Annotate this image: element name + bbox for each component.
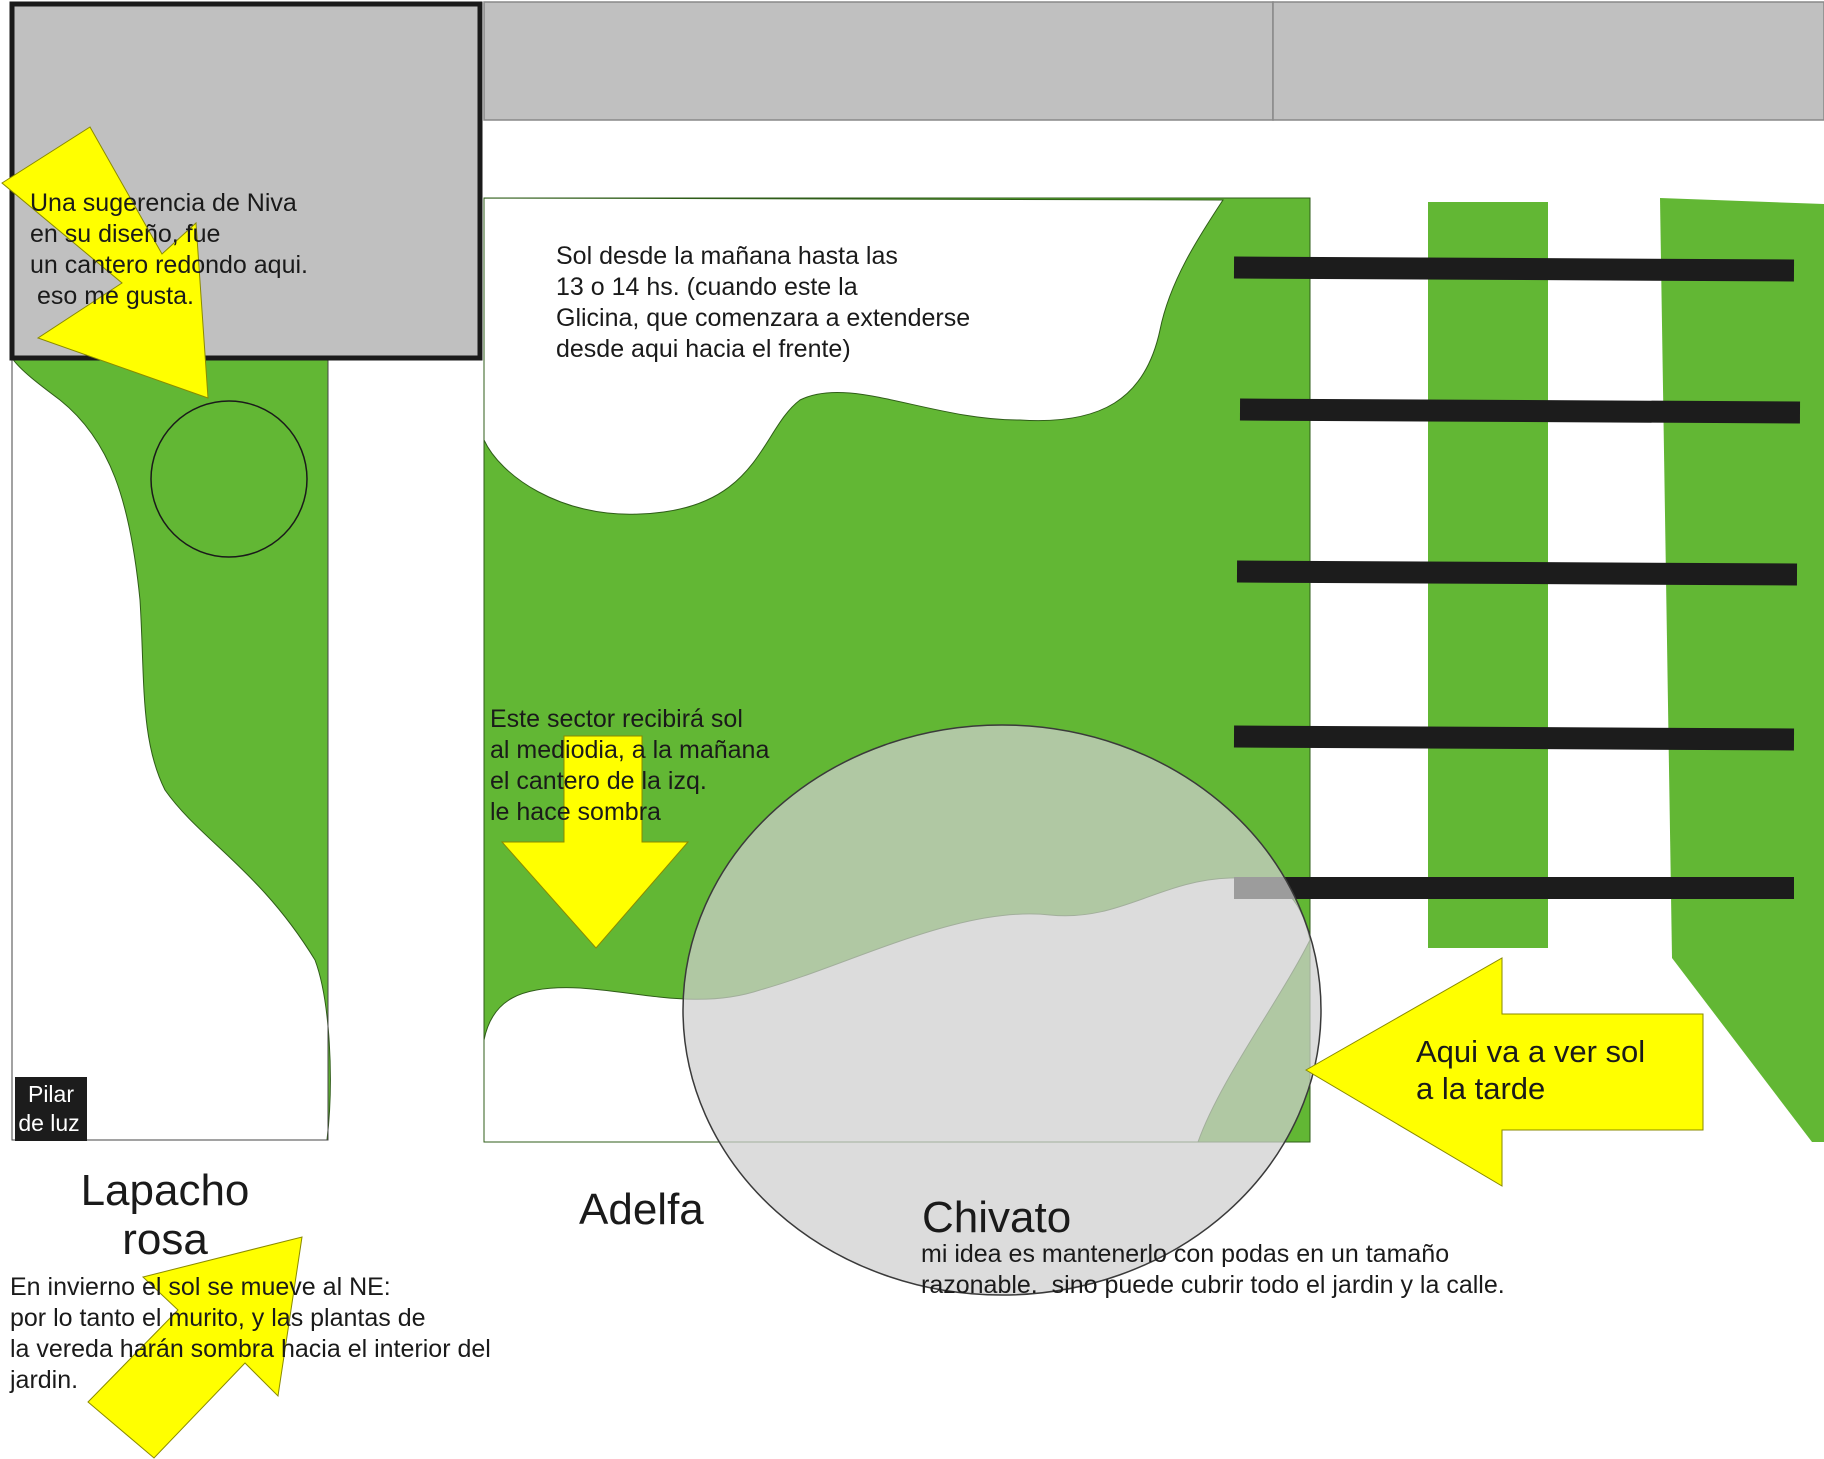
right-lawn-strip-2 (1660, 198, 1824, 1142)
svg-text:por lo tanto el murito, y las: por lo tanto el murito, y las plantas de (10, 1304, 426, 1332)
svg-text:Una sugerencia de Niva: Una sugerencia de Niva (30, 189, 297, 217)
svg-text:a la tarde: a la tarde (1416, 1071, 1545, 1106)
svg-text:un cantero redondo aqui.: un cantero redondo aqui. (30, 251, 308, 279)
svg-text:13 o 14 hs. (cuando este la: 13 o 14 hs. (cuando este la (556, 273, 858, 301)
svg-text:en su diseño, fue: en su diseño, fue (30, 220, 220, 248)
paving-top-middle (483, 1, 1274, 121)
svg-text:En invierno el sol se mueve al: En invierno el sol se mueve al NE: (10, 1273, 391, 1301)
svg-text:jardin.: jardin. (9, 1366, 78, 1394)
chivato-canopy-circle (682, 724, 1322, 1296)
plant-adelfa: Adelfa (579, 1185, 704, 1234)
pilar-label: Pilar (28, 1081, 74, 1107)
morning-sun-area (483, 197, 1224, 515)
pergola-beam-icon (1236, 560, 1798, 586)
paving-top-right (1272, 1, 1824, 121)
svg-text:Sol desde la mañana hasta las: Sol desde la mañana hasta las (556, 242, 898, 270)
pergola (1233, 256, 1801, 899)
left-lawn (11, 357, 331, 1141)
pilar-label-2: de luz (18, 1110, 79, 1136)
svg-text:Aqui va a ver sol: Aqui va a ver sol (1416, 1034, 1645, 1069)
pergola-beam-icon (1234, 877, 1794, 899)
plant-lapacho-2: rosa (122, 1215, 208, 1264)
svg-text:desde aqui hacia el frente): desde aqui hacia el frente) (556, 335, 851, 363)
svg-text:le hace sombra: le hace sombra (490, 798, 661, 826)
note-sector: Este sector recibirá sol al mediodia, a … (490, 705, 769, 826)
svg-text:al mediodia, a la mañana: al mediodia, a la mañana (490, 736, 769, 764)
yellow-arrow-icon (500, 735, 690, 949)
svg-text:la vereda harán sombra hacia e: la vereda harán sombra hacia el interior… (10, 1335, 491, 1363)
yellow-arrow-icon (87, 1236, 303, 1459)
svg-text:el cantero de la izq.: el cantero de la izq. (490, 767, 707, 795)
round-planter-icon (150, 400, 308, 558)
plant-lapacho: Lapacho (81, 1166, 250, 1215)
note-chivato: mi idea es mantenerlo con podas en un ta… (921, 1240, 1505, 1299)
pergola-beam-icon (1239, 398, 1801, 424)
yellow-arrow-icon (1, 126, 209, 399)
note-invierno: En invierno el sol se mueve al NE: por l… (9, 1273, 491, 1394)
svg-text:Este sector recibirá sol: Este sector recibirá sol (490, 705, 743, 733)
svg-text:razonable. sino puede cubrir: razonable. sino puede cubrir todo el jar… (921, 1271, 1505, 1299)
note-niva: Una sugerencia de Niva en su diseño, fue… (30, 189, 308, 310)
plant-chivato: Chivato (922, 1193, 1071, 1242)
note-sol-manana: Sol desde la mañana hasta las 13 o 14 hs… (556, 242, 970, 363)
svg-text:eso me gusta.: eso me gusta. (30, 282, 194, 310)
svg-text:Glicina, que comenzara a exten: Glicina, que comenzara a extenderse (556, 304, 970, 332)
note-tarde: Aqui va a ver sol a la tarde (1416, 1034, 1645, 1106)
pergola-beam-icon (1233, 256, 1795, 282)
svg-text:mi idea es mantenerlo con poda: mi idea es mantenerlo con podas en un ta… (921, 1240, 1449, 1268)
pilar-de-luz (15, 1077, 87, 1141)
pergola-beam-icon (1233, 725, 1795, 751)
yellow-arrow-icon (1305, 957, 1704, 1187)
